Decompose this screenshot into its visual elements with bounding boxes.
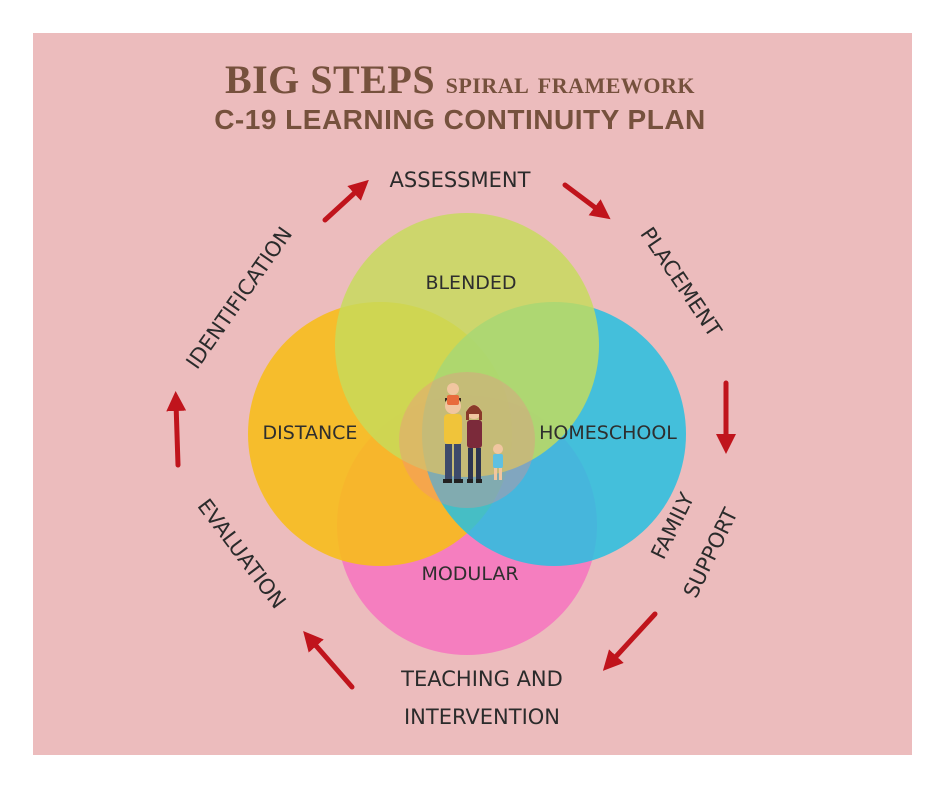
title-big-text: BIG STEPS xyxy=(224,57,436,102)
title-small-text: spiral framework xyxy=(445,64,696,100)
arrow-icon xyxy=(303,630,355,690)
cycle-label-intervention: INTERVENTION xyxy=(404,705,560,729)
cycle-label-teaching: TEACHING AND xyxy=(400,667,563,691)
arrow-icon xyxy=(562,182,611,220)
cycle-arrows xyxy=(166,179,736,690)
venn-label-homeschool: HOMESCHOOL xyxy=(539,422,677,444)
arrow-icon xyxy=(322,179,369,223)
cycle-label-assessment: ASSESSMENT xyxy=(390,168,531,192)
venn-circle-blended xyxy=(335,213,599,477)
venn-label-blended: BLENDED xyxy=(425,272,516,294)
venn-label-distance: DISTANCE xyxy=(263,422,358,444)
venn-label-modular: MODULAR xyxy=(421,563,518,585)
arrow-icon xyxy=(166,391,187,468)
family-illustration xyxy=(443,383,503,483)
cycle-label-placement: PLACEMENT xyxy=(635,223,726,342)
page-title: BIG STEPS spiral framework xyxy=(0,56,920,103)
venn-diagram xyxy=(248,213,686,655)
page-subtitle: C-19 LEARNING CONTINUITY PLAN xyxy=(214,104,706,135)
arrow-icon xyxy=(602,611,658,671)
